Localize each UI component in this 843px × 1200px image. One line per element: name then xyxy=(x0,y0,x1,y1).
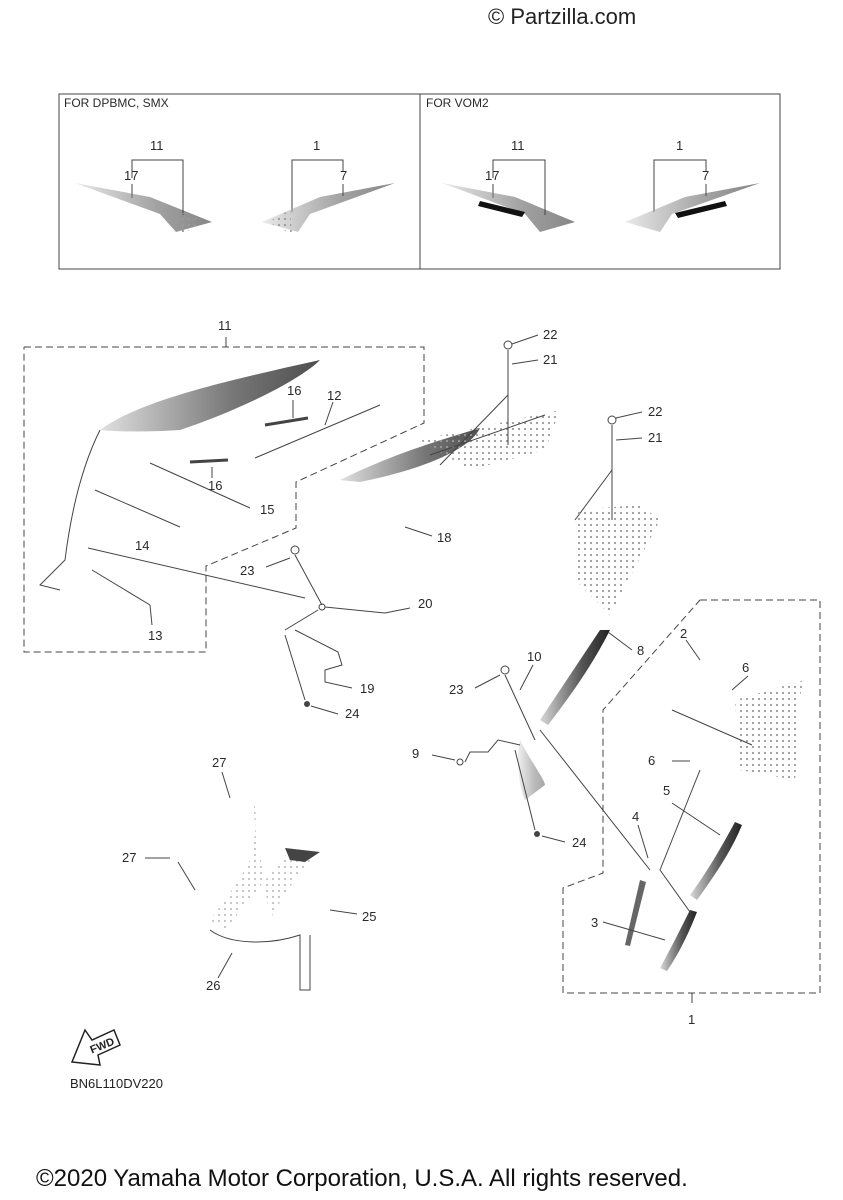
part-label-1: 1 xyxy=(688,1012,695,1027)
part-label-15: 15 xyxy=(260,502,274,517)
assembly-11-outline: 11 xyxy=(23,318,425,653)
part-label-5: 5 xyxy=(663,783,670,798)
part-label-21-a: 21 xyxy=(543,352,557,367)
part-label-6-a: 6 xyxy=(742,660,749,675)
part-11-shapes xyxy=(39,360,560,591)
fasteners-21-22: 22 21 22 21 xyxy=(439,327,662,521)
part-label-22-b: 22 xyxy=(648,404,662,419)
diagram-code: BN6L110DV220 xyxy=(70,1076,163,1091)
inset-callout-1-a: 1 xyxy=(313,138,320,153)
part-label-2: 2 xyxy=(680,626,687,641)
inset-part-shape-4 xyxy=(625,183,760,232)
part-8-panel: 8 xyxy=(517,505,660,800)
part-label-27-b: 27 xyxy=(122,850,136,865)
upper-left-labels: 16 12 16 15 14 13 18 xyxy=(87,383,451,643)
inset-callout-7-b: 7 xyxy=(702,168,709,183)
part-label-9: 9 xyxy=(412,746,419,761)
part-label-6-b: 6 xyxy=(648,753,655,768)
part-label-10: 10 xyxy=(527,649,541,664)
fasteners-9-10-23-24-middle: 10 23 9 24 xyxy=(412,649,651,871)
inset-box: FOR DPBMC, SMX FOR VOM2 11 17 1 7 11 17 … xyxy=(58,93,781,270)
part-label-26: 26 xyxy=(206,978,220,993)
part-label-25: 25 xyxy=(362,909,376,924)
fwd-arrow-icon: FWD xyxy=(70,1028,121,1066)
inset-part-shape-1 xyxy=(75,183,212,232)
part-label-24-a: 24 xyxy=(345,706,359,721)
inset-part-shape-3 xyxy=(442,183,575,232)
part-label-23-a: 23 xyxy=(240,563,254,578)
assembly-1-outline: 1 xyxy=(562,599,821,1027)
part-label-14: 14 xyxy=(135,538,149,553)
part-label-11: 11 xyxy=(218,318,232,333)
inset-callout-17-a: 17 xyxy=(124,168,138,183)
inset-title-dpbmc-smx: FOR DPBMC, SMX xyxy=(64,96,169,110)
part-label-22-a: 22 xyxy=(543,327,557,342)
part-label-4: 4 xyxy=(632,809,639,824)
inset-callout-11-b: 11 xyxy=(511,138,525,153)
part-label-13: 13 xyxy=(148,628,162,643)
part-25-26-27-group: 27 27 25 26 xyxy=(122,755,376,993)
partzilla-watermark: © Partzilla.com xyxy=(488,4,636,29)
inset-callout-7-a: 7 xyxy=(340,168,347,183)
part-1-shapes: 2 6 6 5 4 3 xyxy=(591,626,805,971)
inset-title-vom2: FOR VOM2 xyxy=(426,96,489,110)
copyright-text: ©2020 Yamaha Motor Corporation, U.S.A. A… xyxy=(36,1165,688,1192)
part-label-24-b: 24 xyxy=(572,835,586,850)
part-label-8: 8 xyxy=(637,643,644,658)
part-label-3: 3 xyxy=(591,915,598,930)
part-label-19: 19 xyxy=(360,681,374,696)
inset-callout-17-b: 17 xyxy=(485,168,499,183)
inset-callout-1-b: 1 xyxy=(676,138,683,153)
part-label-16-b: 16 xyxy=(208,478,222,493)
part-label-16-a: 16 xyxy=(287,383,301,398)
inset-part-shape-2 xyxy=(262,183,395,232)
part-label-23-b: 23 xyxy=(449,682,463,697)
fasteners-19-20-23-24-upper: 23 20 24 19 xyxy=(240,545,432,721)
part-label-12: 12 xyxy=(327,388,341,403)
part-label-21-b: 21 xyxy=(648,430,662,445)
part-label-27-a: 27 xyxy=(212,755,226,770)
part-label-20: 20 xyxy=(418,596,432,611)
part-label-18: 18 xyxy=(437,530,451,545)
inset-callout-11-a: 11 xyxy=(150,138,164,153)
